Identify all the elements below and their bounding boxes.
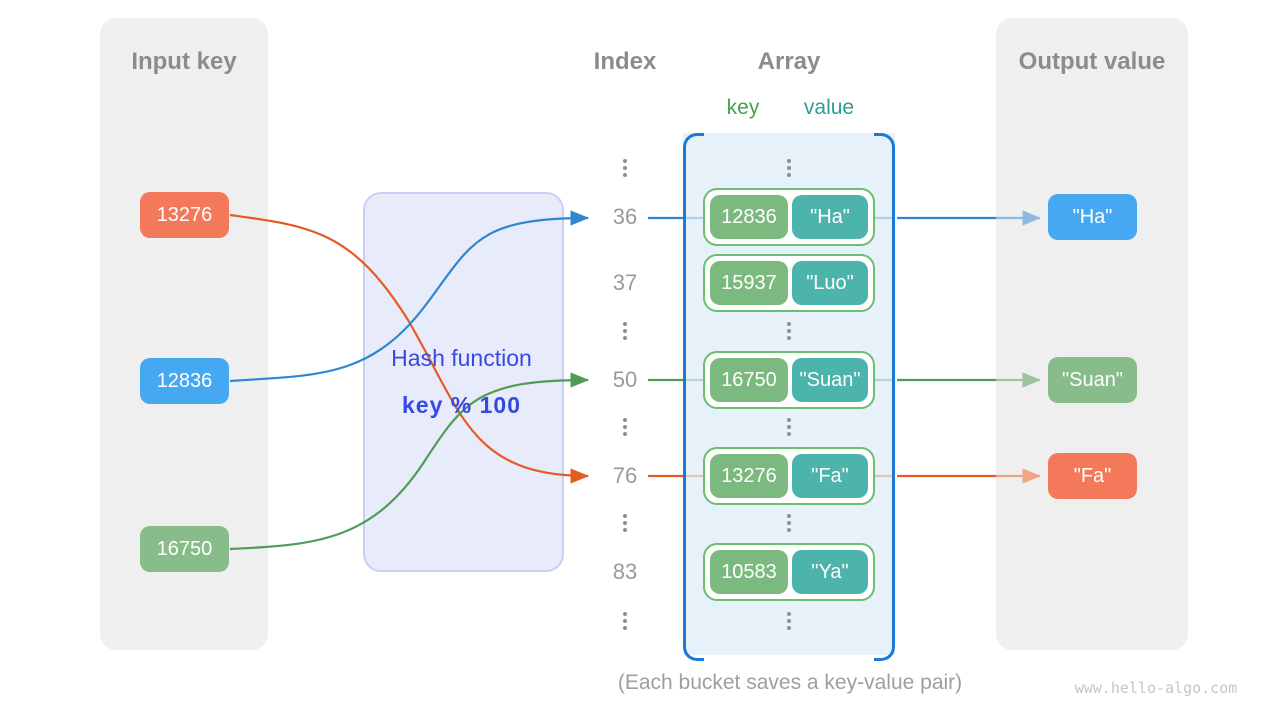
bucket-key: 15937 [710, 261, 788, 305]
index-37: 37 [612, 270, 638, 295]
ellipsis-icon [595, 612, 655, 630]
array-column-title: Array [757, 48, 821, 75]
value-column-label: value [803, 96, 855, 119]
output-value-suan: "Suan" [1048, 357, 1137, 403]
ellipsis-icon [595, 159, 655, 177]
hash-function-label: Hash function [391, 345, 532, 371]
ellipsis-icon [595, 322, 655, 340]
bucket-row: 10583 "Ya" [703, 543, 875, 601]
bucket-value: "Luo" [792, 261, 868, 305]
output-value-fa: "Fa" [1048, 453, 1137, 499]
ellipsis-icon [759, 612, 819, 630]
diagram-caption: (Each bucket saves a key-value pair) [617, 671, 963, 694]
ellipsis-icon [759, 418, 819, 436]
index-column-title: Index [593, 48, 657, 75]
array-bracket-left-icon [683, 133, 704, 661]
output-value-ha: "Ha" [1048, 194, 1137, 240]
watermark: www.hello-algo.com [1074, 679, 1238, 697]
index-50: 50 [612, 367, 638, 392]
ellipsis-icon [595, 514, 655, 532]
bucket-key: 10583 [710, 550, 788, 594]
index-36: 36 [612, 204, 638, 229]
input-key-12836: 12836 [140, 358, 229, 404]
bucket-value: "Suan" [792, 358, 868, 402]
bucket-row: 15937 "Luo" [703, 254, 875, 312]
ellipsis-icon [759, 514, 819, 532]
bucket-row: 13276 "Fa" [703, 447, 875, 505]
bucket-value: "Ya" [792, 550, 868, 594]
input-key-title: Input key [131, 48, 237, 75]
output-value-panel [996, 18, 1188, 650]
bucket-key: 12836 [710, 195, 788, 239]
output-value-title: Output value [1018, 48, 1166, 75]
hash-function-box [363, 192, 564, 572]
bucket-value: "Fa" [792, 454, 868, 498]
hash-function-formula: key % 100 [402, 392, 521, 418]
bucket-value: "Ha" [792, 195, 868, 239]
index-83: 83 [612, 559, 638, 584]
bucket-key: 16750 [710, 358, 788, 402]
array-bracket-right-icon [874, 133, 895, 661]
ellipsis-icon [595, 418, 655, 436]
input-key-16750: 16750 [140, 526, 229, 572]
key-column-label: key [726, 96, 760, 119]
ellipsis-icon [759, 322, 819, 340]
bucket-row: 12836 "Ha" [703, 188, 875, 246]
bucket-row: 16750 "Suan" [703, 351, 875, 409]
input-key-13276: 13276 [140, 192, 229, 238]
index-76: 76 [612, 463, 638, 488]
bucket-key: 13276 [710, 454, 788, 498]
ellipsis-icon [759, 159, 819, 177]
